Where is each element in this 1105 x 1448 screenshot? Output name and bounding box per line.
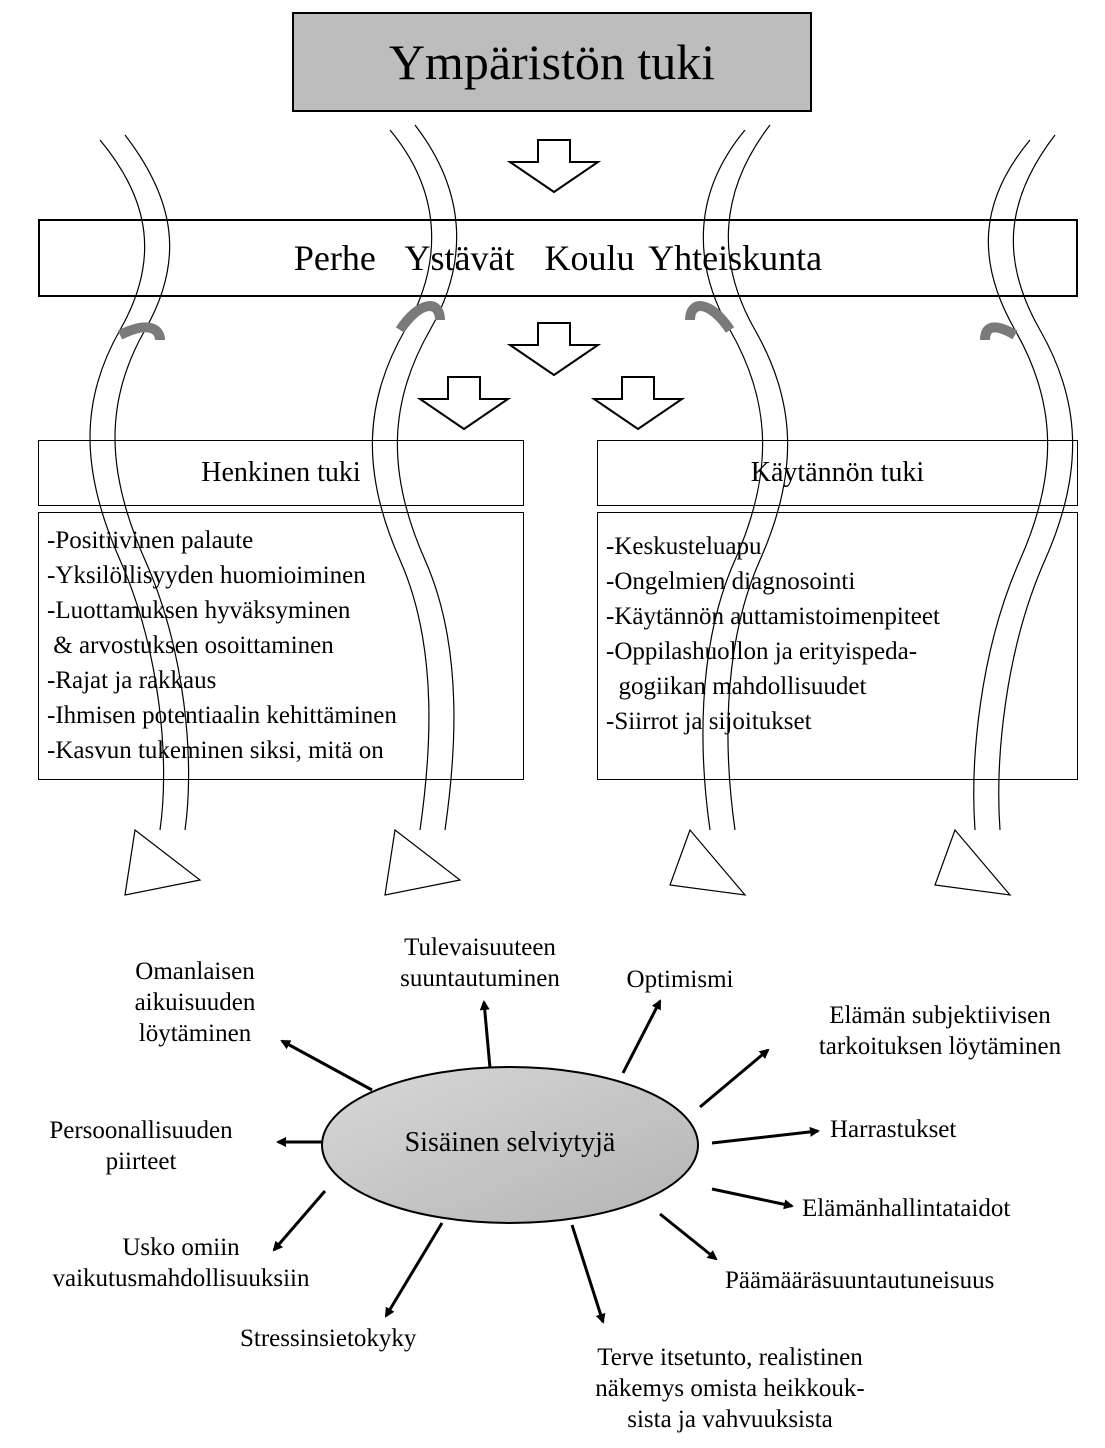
practical-support-header: Käytännön tuki (597, 440, 1078, 506)
outcome-line: Stressinsietokyky (240, 1323, 416, 1354)
support-sources-box: Perhe Ystävät Koulu Yhteiskunta (38, 219, 1078, 297)
list-item: & arvostuksen osoittaminen (47, 628, 523, 663)
outcome-line: piirteet (6, 1146, 276, 1177)
list-item: -Käytännön auttamistoimenpiteet (606, 599, 1077, 634)
outcome-line: näkemys omista heikkouk- (565, 1373, 895, 1404)
outcome-line: Usko omiin (0, 1232, 362, 1263)
list-item: -Rajat ja rakkaus (47, 663, 523, 698)
outcome-paamaara: Päämääräsuuntautuneisuus (725, 1265, 994, 1296)
outcome-harrastukset: Harrastukset (830, 1114, 956, 1145)
practical-support-list: -Keskusteluapu -Ongelmien diagnosointi -… (597, 512, 1078, 780)
outcome-usko: Usko omiin vaikutusmahdollisuuksiin (0, 1232, 362, 1294)
list-item: -Luottamuksen hyväksyminen (47, 593, 523, 628)
outcome-line: sista ja vahvuuksista (565, 1404, 895, 1435)
title-box: Ympäristön tuki (292, 12, 812, 112)
arrow-paamaara (660, 1214, 716, 1259)
outcome-line: Päämääräsuuntautuneisuus (725, 1265, 994, 1296)
list-item: gogiikan mahdollisuudet (606, 669, 1077, 704)
outcome-line: Persoonallisuuden (6, 1115, 276, 1146)
outcome-elamanhallinta: Elämänhallintataidot (802, 1193, 1010, 1224)
outcome-stressi: Stressinsietokyky (240, 1323, 416, 1354)
outcome-omanlaisen: Omanlaisen aikuisuuden löytäminen (110, 956, 280, 1049)
outcome-line: Harrastukset (830, 1114, 956, 1145)
block-arrow-top (510, 140, 598, 192)
arrow-harrastukset (712, 1131, 818, 1143)
outcome-itsetunto: Terve itsetunto, realistinen näkemys omi… (565, 1342, 895, 1435)
arrow-elaman-tarkoitus (700, 1050, 768, 1107)
outcome-line: Omanlaisen (110, 956, 280, 987)
list-item: -Yksilöllisyyden huomioiminen (47, 558, 523, 593)
emotional-support-header: Henkinen tuki (38, 440, 524, 506)
list-item: -Ongelmien diagnosointi (606, 564, 1077, 599)
block-arrow-right (594, 377, 682, 429)
block-arrow-left (420, 377, 508, 429)
arrow-omanlaisen (282, 1041, 372, 1090)
practical-support-label: Käytännön tuki (751, 457, 924, 489)
arrow-stressi (386, 1223, 442, 1316)
outcome-line: Elämän subjektiivisen (775, 1000, 1105, 1031)
list-item: -Siirrot ja sijoitukset (606, 704, 1077, 739)
outcome-line: Optimismi (600, 964, 760, 995)
outcome-line: löytäminen (110, 1018, 280, 1049)
outcome-elaman-tarkoitus: Elämän subjektiivisen tarkoituksen löytä… (775, 1000, 1105, 1062)
title-text: Ympäristön tuki (389, 33, 715, 91)
outcome-optimismi: Optimismi (600, 964, 760, 995)
emotional-support-list: -Positiivinen palaute -Yksilöllisyyden h… (38, 512, 524, 780)
outcome-line: Elämänhallintataidot (802, 1193, 1010, 1224)
list-item: -Oppilashuollon ja erityispeda- (606, 634, 1077, 669)
outcome-line: Tulevaisuuteen (350, 932, 610, 963)
arrow-optimismi (623, 1001, 660, 1073)
outcome-line: suuntautuminen (350, 963, 610, 994)
block-arrow-middle (510, 323, 598, 375)
list-item: -Ihmisen potentiaalin kehittäminen (47, 698, 523, 733)
outcome-line: aikuisuuden (110, 987, 280, 1018)
outcome-tulevaisuus: Tulevaisuuteen suuntautuminen (350, 932, 610, 994)
list-item: -Kasvun tukeminen siksi, mitä on (47, 733, 523, 768)
outcome-line: Terve itsetunto, realistinen (565, 1342, 895, 1373)
inner-survivor-label: Sisäinen selviytyjä (322, 1127, 698, 1159)
outcome-line: tarkoituksen löytäminen (775, 1031, 1105, 1062)
arrow-tulevaisuus (484, 1002, 490, 1068)
outcome-persoonallisuus: Persoonallisuuden piirteet (6, 1115, 276, 1177)
arrow-elamanhallinta (712, 1189, 792, 1206)
emotional-support-label: Henkinen tuki (201, 457, 360, 489)
list-item: -Keskusteluapu (606, 529, 1077, 564)
outcome-line: vaikutusmahdollisuuksiin (0, 1263, 362, 1294)
support-sources-text: Perhe Ystävät Koulu Yhteiskunta (294, 237, 822, 279)
list-item: -Positiivinen palaute (47, 523, 523, 558)
arrow-itsetunto (572, 1225, 603, 1322)
